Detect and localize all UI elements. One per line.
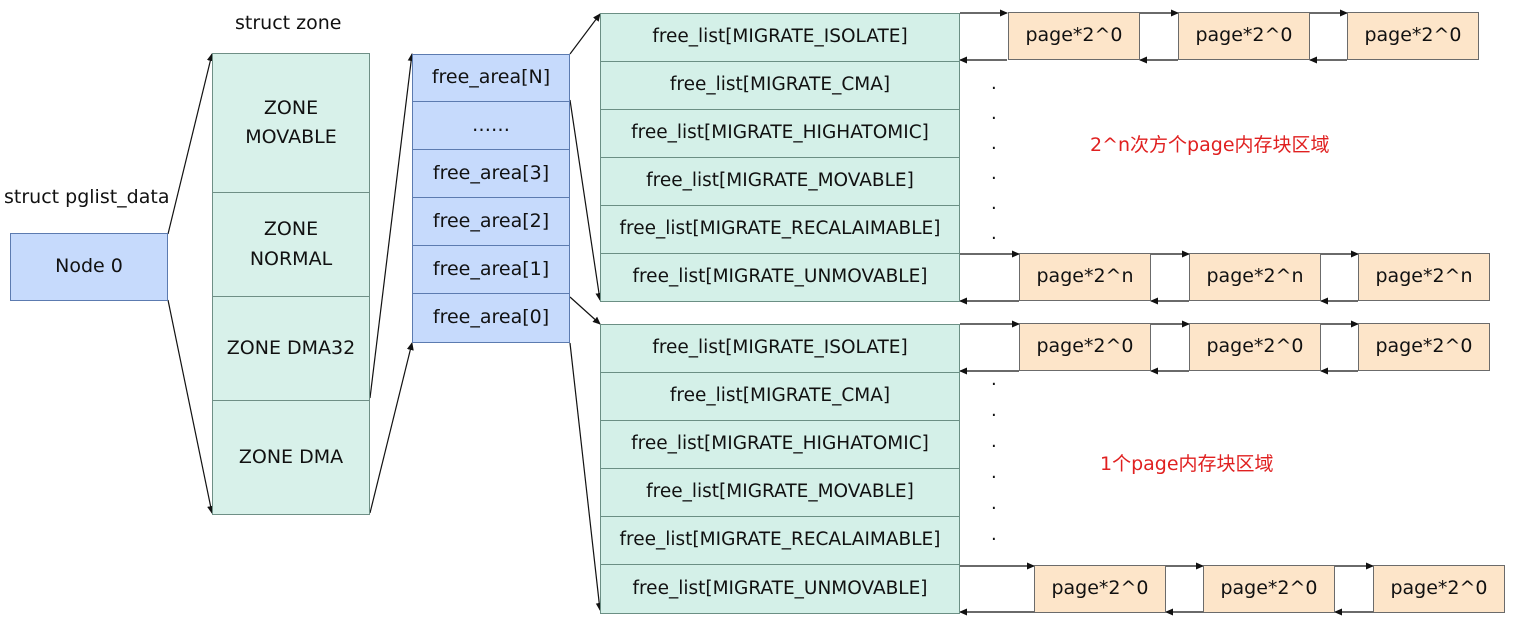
ellipsis-dot: .	[991, 431, 997, 452]
ellipsis-dot: .	[991, 462, 997, 483]
pglist-data-label: struct pglist_data	[4, 186, 170, 208]
ellipsis-dot: .	[991, 73, 997, 94]
node-box: Node 0	[10, 233, 168, 301]
page-block: page*2^n	[1019, 253, 1151, 301]
bottom-free-list-unmovable: free_list[MIGRATE_UNMOVABLE]	[600, 564, 960, 614]
ellipsis-dot: .	[991, 223, 997, 244]
bottom-free-list-cma: free_list[MIGRATE_CMA]	[600, 372, 960, 421]
page-block: page*2^0	[1178, 12, 1310, 60]
bottom-free-list-isolate: free_list[MIGRATE_ISOLATE]	[600, 324, 960, 373]
page-block: page*2^0	[1189, 323, 1321, 371]
ellipsis-dot: .	[991, 133, 997, 154]
top-free-list-movable: free_list[MIGRATE_MOVABLE]	[600, 157, 960, 206]
page-block: page*2^0	[1034, 565, 1166, 613]
ellipsis-dot: .	[991, 369, 997, 390]
top-free-list-highatomic: free_list[MIGRATE_HIGHATOMIC]	[600, 109, 960, 158]
top-free-list-isolate: free_list[MIGRATE_ISOLATE]	[600, 13, 960, 62]
page-block: page*2^0	[1358, 323, 1490, 371]
page-block: page*2^n	[1189, 253, 1321, 301]
page-block: page*2^0	[1203, 565, 1335, 613]
top-free-list-recalaimable: free_list[MIGRATE_RECALAIMABLE]	[600, 205, 960, 254]
ellipsis-dot: .	[991, 193, 997, 214]
zone-normal: ZONE NORMAL	[212, 192, 370, 297]
zone-movable: ZONE MOVABLE	[212, 53, 370, 193]
page-block: page*2^n	[1358, 253, 1490, 301]
page-block: page*2^0	[1019, 323, 1151, 371]
top-free-list-unmovable: free_list[MIGRATE_UNMOVABLE]	[600, 253, 960, 302]
top-free-list-cma: free_list[MIGRATE_CMA]	[600, 61, 960, 110]
bottom-free-list-highatomic: free_list[MIGRATE_HIGHATOMIC]	[600, 420, 960, 469]
page-block: page*2^0	[1008, 12, 1140, 60]
zone-dma32: ZONE DMA32	[212, 296, 370, 401]
ellipsis-dot: .	[991, 524, 997, 545]
free-area-1: free_area[1]	[412, 245, 570, 294]
free-area-0: free_area[0]	[412, 293, 570, 343]
ellipsis-dot: .	[991, 103, 997, 124]
bottom-free-list-recalaimable: free_list[MIGRATE_RECALAIMABLE]	[600, 516, 960, 565]
free-area-3: free_area[3]	[412, 149, 570, 198]
zone-dma: ZONE DMA	[212, 400, 370, 515]
ellipsis-dot: .	[991, 493, 997, 514]
page-block: page*2^0	[1373, 565, 1505, 613]
ellipsis-dot: .	[991, 400, 997, 421]
free-area-ellipsis: ……	[412, 101, 570, 150]
page-block: page*2^0	[1347, 12, 1479, 60]
annotation-top: 2^n次方个page内存块区域	[1090, 134, 1330, 156]
struct-zone-label: struct zone	[235, 12, 342, 34]
ellipsis-dot: .	[991, 163, 997, 184]
free-area-2: free_area[2]	[412, 197, 570, 246]
annotation-bottom: 1个page内存块区域	[1100, 453, 1274, 475]
free-area-n: free_area[N]	[412, 54, 570, 102]
bottom-free-list-movable: free_list[MIGRATE_MOVABLE]	[600, 468, 960, 517]
